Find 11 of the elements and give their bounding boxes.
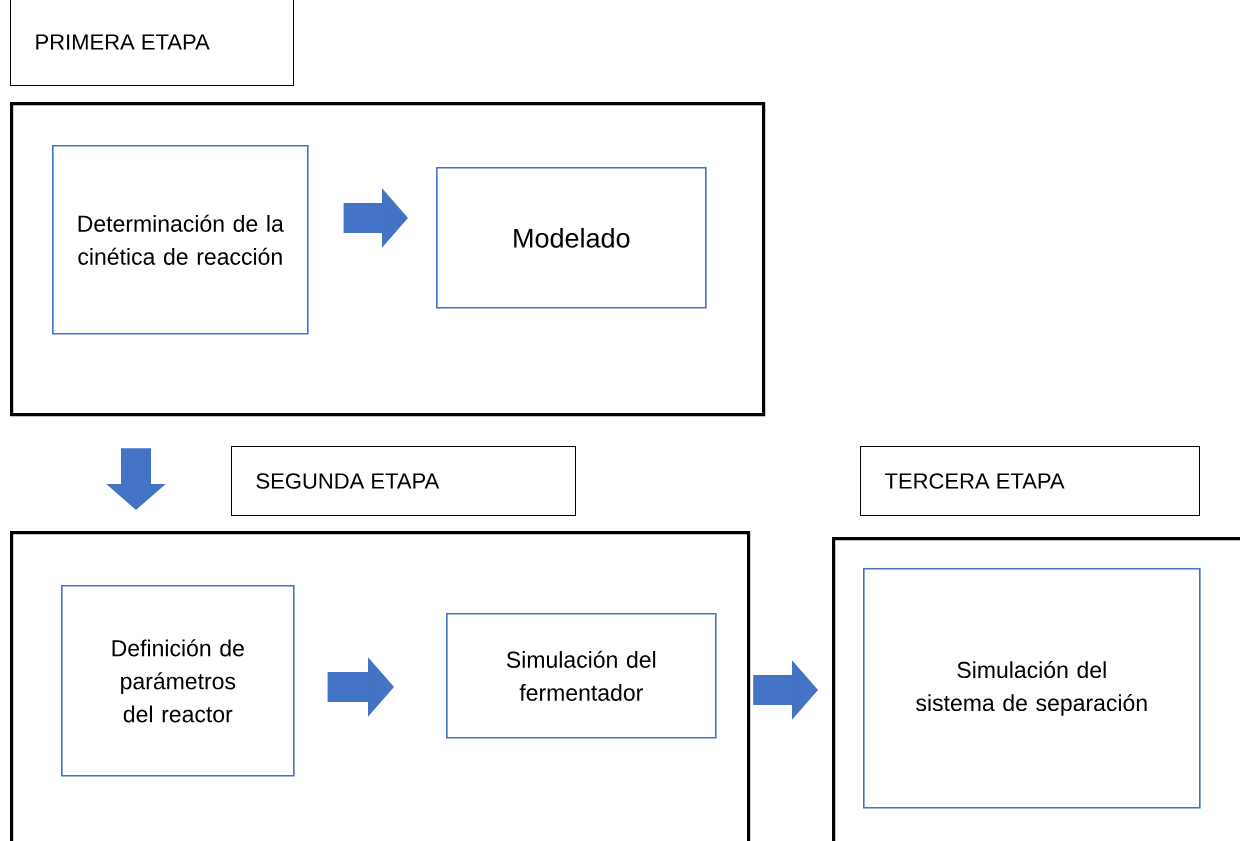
stage-frame bbox=[10, 102, 766, 417]
stage-frame bbox=[832, 537, 1240, 841]
process-box: Definición de parámetros del reactor bbox=[61, 585, 295, 777]
stage-label-box: SEGUNDA ETAPA bbox=[231, 446, 576, 516]
process-box: Determinación de la cinética de reacción bbox=[52, 145, 309, 335]
process-box: Simulación del fermentador bbox=[446, 613, 717, 739]
stage-label-box: TERCERA ETAPA bbox=[860, 446, 1200, 516]
stage-label-box: PRIMERA ETAPA bbox=[10, 0, 294, 86]
stage-frame bbox=[10, 531, 751, 841]
process-box: Simulación del sistema de separación bbox=[863, 568, 1201, 809]
process-box: Modelado bbox=[436, 167, 707, 309]
